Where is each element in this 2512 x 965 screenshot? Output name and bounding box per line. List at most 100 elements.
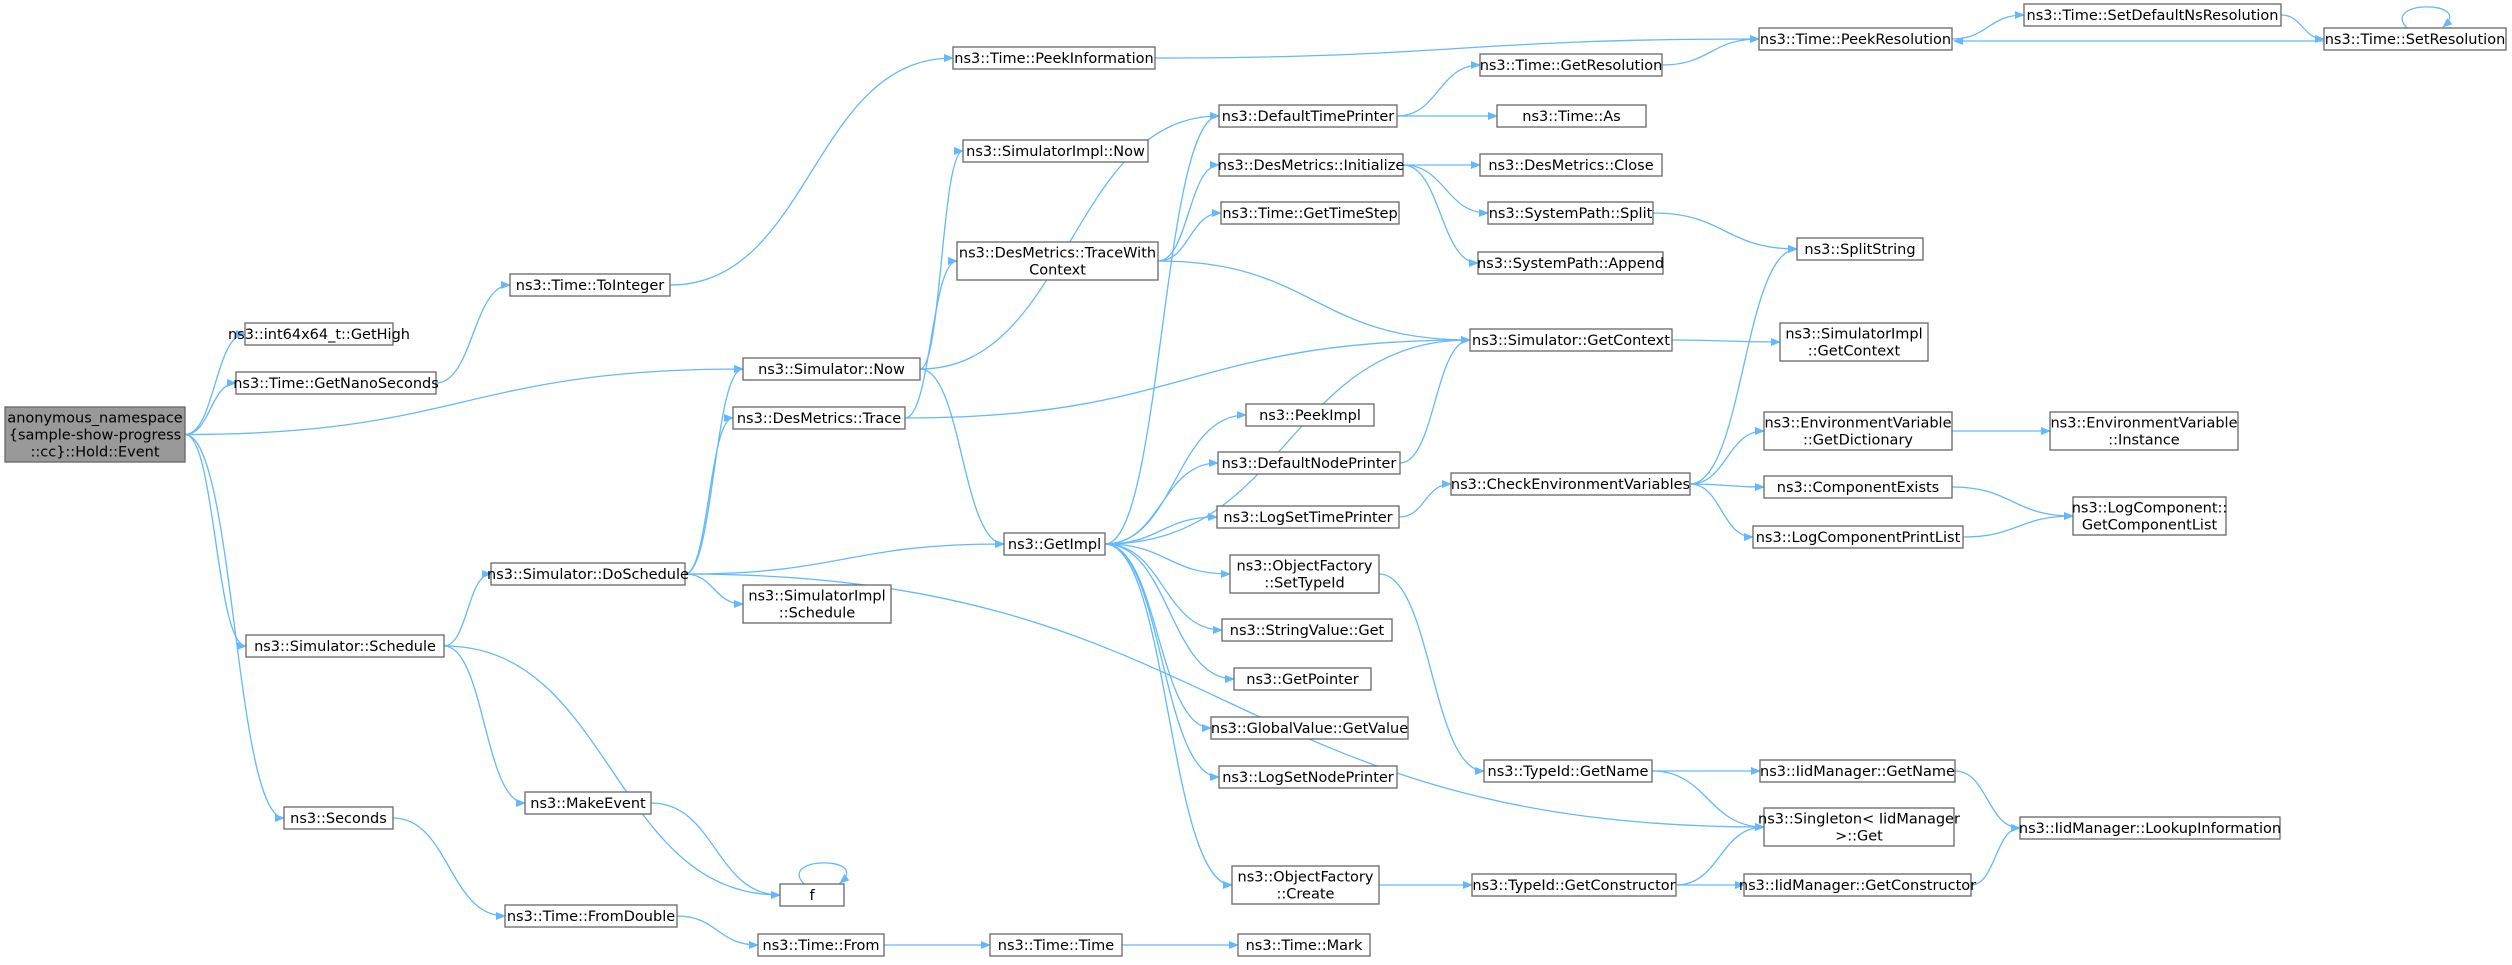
edge-check-environment-variables-to-component-exists (1689, 482, 1765, 491)
node-make-event[interactable]: ns3::MakeEvent (524, 791, 652, 815)
edge-arrow (1689, 427, 1765, 485)
node-component-exists[interactable]: ns3::ComponentExists (1763, 475, 1953, 499)
edge-get-impl-to-object-factory-create (1104, 543, 1233, 889)
node-iid-manager-get-constructor[interactable]: ns3::IidManager::GetConstructor (1739, 873, 1976, 897)
node-label: ns3::EnvironmentVariable (1764, 416, 1951, 432)
node-iid-manager-get-name[interactable]: ns3::IidManager::GetName (1759, 759, 1956, 783)
node-time-set-resolution[interactable]: ns3::Time::SetResolution (2323, 27, 2507, 51)
node-log-component-get-component-list[interactable]: ns3::LogComponent::GetComponentList (2072, 496, 2228, 536)
node-root[interactable]: anonymous_namespace{sample-show-progress… (4, 406, 186, 463)
edge-arrow (1157, 209, 1222, 262)
node-label: ns3::DesMetrics::Close (1488, 158, 1653, 174)
edge-simulator-now-to-get-impl (919, 368, 1005, 548)
edge-get-impl-to-default-node-printer (1104, 459, 1219, 545)
edge-time-set-resolution-to-time-set-resolution (2401, 6, 2453, 29)
node-log-set-node-printer[interactable]: ns3::LogSetNodePrinter (1218, 765, 1398, 789)
node-time-get-resolution[interactable]: ns3::Time::GetResolution (1479, 53, 1663, 77)
node-type-id-get-name[interactable]: ns3::TypeId::GetName (1483, 759, 1653, 783)
node-simulator-impl-now[interactable]: ns3::SimulatorImpl::Now (962, 139, 1149, 163)
edge-arrow (184, 433, 285, 822)
node-label: ns3::ObjectFactory (1237, 559, 1373, 575)
edge-arrow (1689, 482, 1765, 491)
edge-seconds-to-time-from-double (392, 817, 506, 920)
node-simulator-schedule[interactable]: ns3::Simulator::Schedule (245, 634, 445, 658)
node-string-value-get[interactable]: ns3::StringValue::Get (1221, 618, 1393, 642)
node-time-time[interactable]: ns3::Time::Time (989, 933, 1123, 957)
node-simulator-impl-get-context[interactable]: ns3::SimulatorImpl::GetContext (1779, 322, 1929, 362)
node-type-id-get-constructor[interactable]: ns3::TypeId::GetConstructor (1471, 873, 1677, 897)
edge-type-id-get-name-to-singleton-get (1651, 770, 1765, 831)
node-global-value-get-value[interactable]: ns3::GlobalValue::GetValue (1210, 716, 1409, 740)
edge-get-impl-to-object-factory-set-type-id (1104, 543, 1231, 578)
node-des-metrics-trace[interactable]: ns3::DesMetrics::Trace (732, 406, 906, 430)
node-check-environment-variables[interactable]: ns3::CheckEnvironmentVariables (1450, 472, 1691, 496)
node-object-factory-set-type-id[interactable]: ns3::ObjectFactory::SetTypeId (1229, 554, 1380, 594)
node-time-mark[interactable]: ns3::Time::Mark (1237, 933, 1371, 957)
node-des-metrics-close[interactable]: ns3::DesMetrics::Close (1479, 153, 1663, 177)
node-label: ns3::Time::PeekInformation (954, 51, 1153, 67)
edge-arrow (1951, 11, 2025, 40)
node-time-peek-information[interactable]: ns3::Time::PeekInformation (952, 46, 1156, 70)
node-default-node-printer[interactable]: ns3::DefaultNodePrinter (1217, 451, 1401, 475)
node-des-metrics-initialize[interactable]: ns3::DesMetrics::Initialize (1218, 153, 1405, 177)
node-iid-manager-lookup-information[interactable]: ns3::IidManager::LookupInformation (2019, 816, 2281, 840)
node-f[interactable]: f (779, 883, 845, 907)
node-system-path-append[interactable]: ns3::SystemPath::Append (1477, 251, 1664, 275)
node-split-string[interactable]: ns3::SplitString (1796, 237, 1924, 261)
node-time-get-time-step[interactable]: ns3::Time::GetTimeStep (1220, 201, 1400, 225)
node-peek-impl[interactable]: ns3::PeekImpl (1245, 403, 1375, 427)
edge-arrow (1970, 824, 2021, 886)
node-time-from[interactable]: ns3::Time::From (757, 933, 885, 957)
node-int64-get-high[interactable]: ns3::int64x64_t::GetHigh (228, 322, 410, 346)
node-label: ns3::Time::Time (998, 938, 1115, 954)
node-object-factory-create[interactable]: ns3::ObjectFactory::Create (1231, 865, 1380, 905)
edge-arrow (1104, 543, 1220, 781)
edge-arrow (2401, 6, 2453, 29)
edge-arrow (1396, 61, 1481, 117)
node-env-var-get-dictionary[interactable]: ns3::EnvironmentVariable::GetDictionary (1763, 411, 1953, 451)
node-box (244, 322, 394, 346)
edge-des-metrics-trace-with-context-to-simulator-get-context (1157, 260, 1471, 344)
node-simulator-now[interactable]: ns3::Simulator::Now (742, 357, 921, 381)
node-box (1217, 451, 1401, 475)
node-log-set-time-printer[interactable]: ns3::LogSetTimePrinter (1216, 505, 1400, 529)
node-time-as[interactable]: ns3::Time::As (1496, 104, 1647, 128)
node-time-get-nano-seconds[interactable]: ns3::Time::GetNanoSeconds (233, 371, 439, 395)
node-time-peek-resolution[interactable]: ns3::Time::PeekResolution (1758, 27, 1953, 51)
edge-component-exists-to-log-component-get-component-list (1951, 486, 2074, 520)
edge-arrow (904, 257, 958, 419)
node-label: ns3::Time::ToInteger (516, 278, 664, 294)
node-box (757, 933, 885, 957)
node-default-time-printer[interactable]: ns3::DefaultTimePrinter (1218, 104, 1398, 128)
node-time-to-integer[interactable]: ns3::Time::ToInteger (509, 273, 671, 297)
node-simulator-get-context[interactable]: ns3::Simulator::GetContext (1469, 328, 1673, 352)
node-box (1743, 873, 1972, 897)
node-system-path-split[interactable]: ns3::SystemPath::Split (1487, 201, 1654, 225)
node-get-impl[interactable]: ns3::GetImpl (1003, 532, 1106, 556)
node-label: ns3::TypeId::GetName (1488, 764, 1649, 780)
node-env-var-instance[interactable]: ns3::EnvironmentVariable::Instance (2049, 411, 2239, 451)
node-box (235, 371, 437, 395)
edge-get-impl-to-get-pointer (1104, 543, 1235, 683)
node-label: ns3::Simulator::Now (758, 362, 905, 378)
node-box (742, 584, 892, 624)
edge-arrow (443, 645, 781, 899)
node-time-set-default-ns-resolution[interactable]: ns3::Time::SetDefaultNsResolution (2023, 3, 2282, 27)
node-box (1245, 403, 1375, 427)
node-seconds[interactable]: ns3::Seconds (283, 806, 394, 830)
node-box (524, 791, 652, 815)
node-singleton-get[interactable]: ns3::Singleton< IidManager >::Get (1758, 807, 1960, 847)
node-get-pointer[interactable]: ns3::GetPointer (1233, 667, 1372, 691)
node-box (1450, 472, 1691, 496)
node-log-component-print-list[interactable]: ns3::LogComponentPrintList (1752, 525, 1964, 549)
node-time-from-double[interactable]: ns3::Time::FromDouble (504, 904, 678, 928)
edge-arrow (1402, 164, 1479, 267)
node-box (1763, 475, 1953, 499)
node-label: ns3::SimulatorImpl::Now (966, 144, 1145, 160)
node-box (1216, 505, 1400, 529)
node-simulator-do-schedule[interactable]: ns3::Simulator::DoSchedule (487, 562, 689, 586)
edge-arrow (1675, 823, 1765, 886)
node-label: ns3::Time::FromDouble (507, 909, 675, 925)
node-simulator-impl-schedule[interactable]: ns3::SimulatorImpl::Schedule (742, 584, 892, 624)
